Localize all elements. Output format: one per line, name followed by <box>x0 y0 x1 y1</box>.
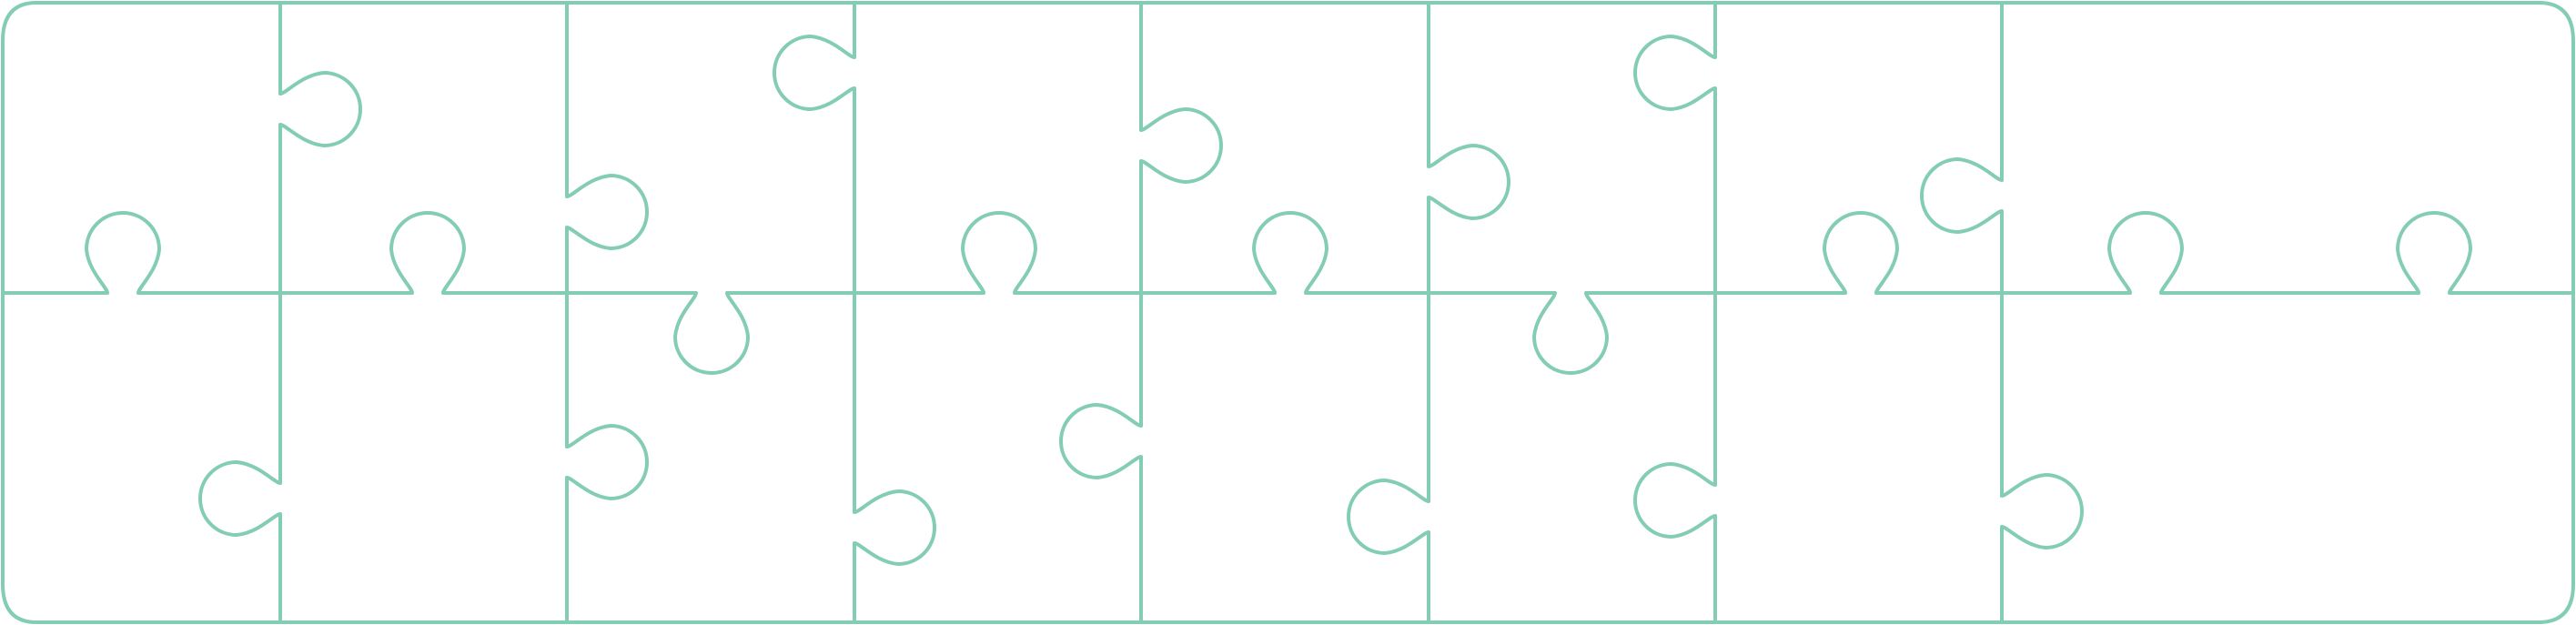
vertical-cut-lower-4 <box>1059 291 1143 624</box>
vertical-cut-lower-2 <box>565 291 649 624</box>
vertical-cut-lower-1 <box>198 291 282 624</box>
vertical-cut-lower-3 <box>853 291 936 624</box>
vertical-cut-upper-7 <box>1920 1 2004 295</box>
vertical-cut-upper-5 <box>1427 1 1510 295</box>
horizontal-cut-lines <box>1 211 2575 375</box>
vertical-cut-lower-5 <box>1347 291 1430 624</box>
vertical-cut-lines <box>198 1 2084 624</box>
vertical-cut-lower-6 <box>1633 291 1717 624</box>
vertical-cut-upper-3 <box>773 1 856 295</box>
horizontal-cut-middle <box>1 211 2575 375</box>
vertical-cut-lower-7 <box>2000 291 2084 624</box>
vertical-cut-upper-6 <box>1633 1 1717 295</box>
vertical-cut-upper-2 <box>565 1 649 295</box>
vertical-cut-upper-1 <box>278 1 362 295</box>
vertical-cut-upper-4 <box>1139 1 1223 295</box>
